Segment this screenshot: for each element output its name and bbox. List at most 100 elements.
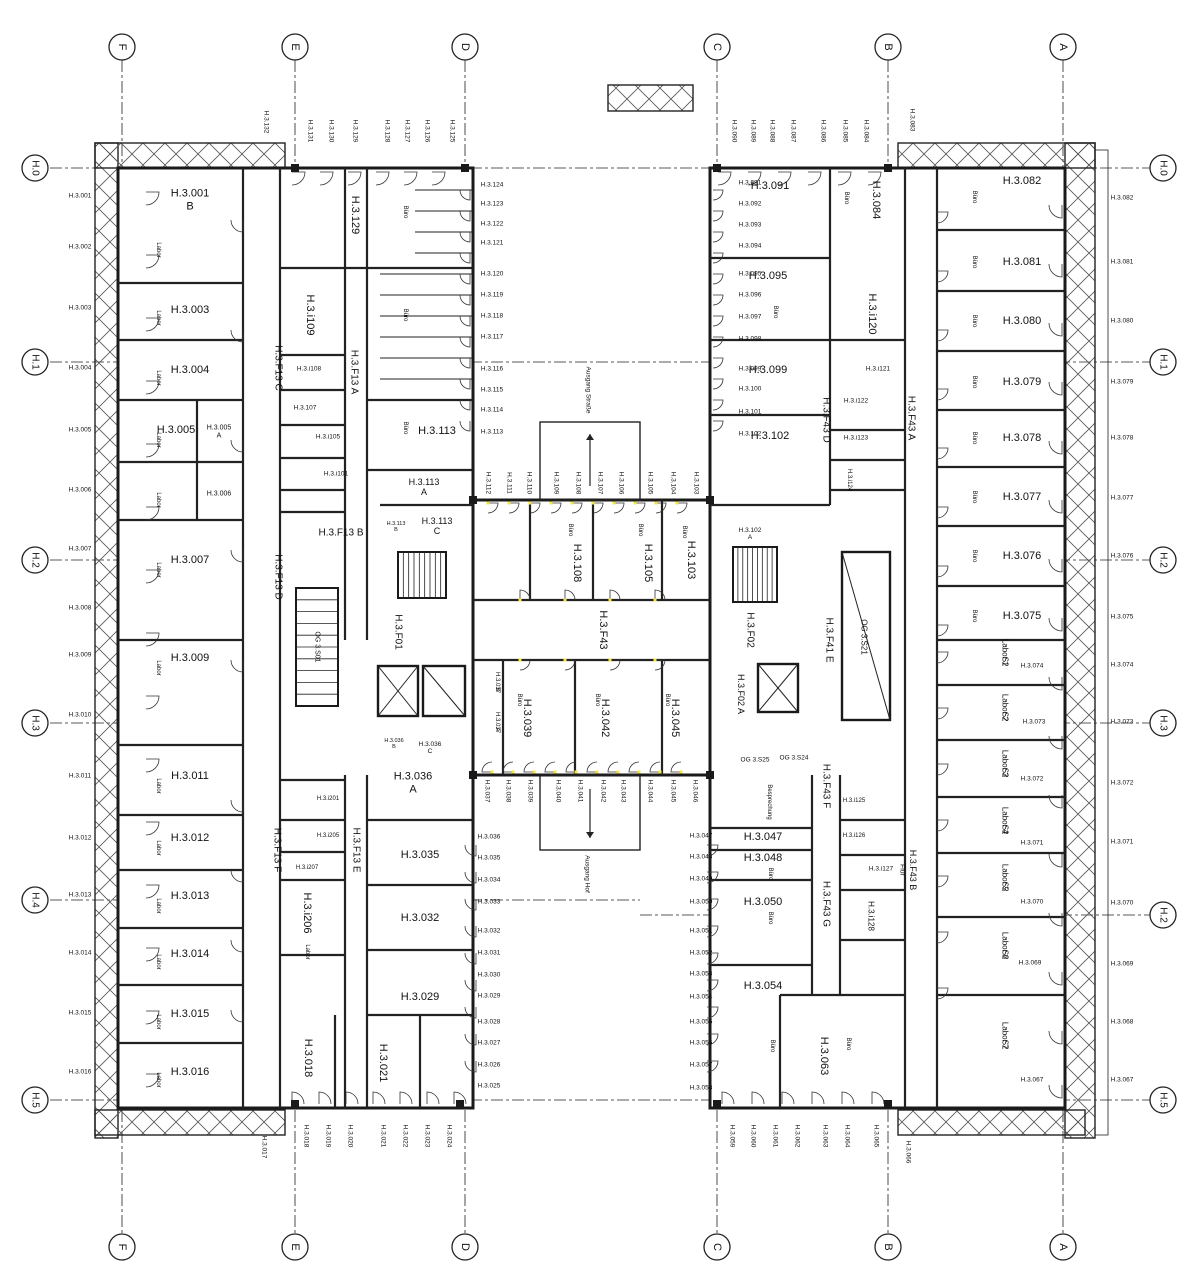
- room-label: H.3.F43 F: [821, 764, 832, 808]
- door-arc: [1048, 912, 1063, 927]
- grid-column-circle: [108, 1233, 136, 1261]
- room-label: H.3.054: [744, 980, 783, 992]
- grid-column-circle: [1049, 33, 1077, 61]
- room-label: H.3.012: [171, 832, 210, 844]
- grid-row-circle: [1149, 348, 1177, 376]
- tick-label: H.3.091: [739, 180, 762, 187]
- tick-label: H.3.123: [481, 201, 504, 208]
- door-arc: [607, 761, 619, 773]
- tick-label: H.3.116: [481, 366, 504, 373]
- door-arc: [230, 219, 244, 233]
- room-label: S2: [1001, 882, 1010, 892]
- room-label: Labor 7: [1001, 1022, 1010, 1050]
- room-label: H.3.021: [377, 1044, 389, 1083]
- room-label: H.3.F13 E: [351, 827, 362, 872]
- door-arc: [145, 1073, 160, 1088]
- tick-label: H.3.042: [600, 780, 607, 803]
- door-arc: [712, 315, 724, 327]
- door-hinge: [570, 501, 574, 505]
- door-arc: [706, 1006, 719, 1019]
- truss-band: [94, 142, 286, 169]
- truss-band: [94, 1109, 286, 1136]
- tick-label: H.3.105: [647, 472, 654, 495]
- room-label: Büro: [971, 315, 977, 328]
- room-label: H.3.081: [1003, 256, 1042, 268]
- door-arc: [564, 659, 576, 671]
- grid-column-label: E: [289, 1243, 301, 1250]
- door-arc: [145, 191, 160, 206]
- tick-label: H.3.125: [449, 120, 456, 143]
- tick-label: H.3.128: [384, 120, 391, 143]
- tick-label: H.3.093: [739, 222, 762, 229]
- grid-column-circle: [451, 33, 479, 61]
- door-arc: [519, 659, 531, 671]
- room-label: H.3.079: [1003, 376, 1042, 388]
- door-arc: [936, 819, 949, 832]
- tick-label: H.3.044: [647, 780, 654, 803]
- tick-label: H.3.108: [575, 472, 582, 495]
- pier: [456, 1100, 464, 1108]
- door-hinge: [528, 501, 532, 505]
- tick-label: H.3.115: [481, 387, 504, 394]
- tick-label: H.3.006: [69, 487, 92, 494]
- door-hinge: [653, 658, 657, 662]
- room-label: H.3.F43: [597, 610, 609, 649]
- exit-arrow-head: [586, 434, 594, 440]
- tick-label: H.3.101: [739, 409, 762, 416]
- room-label: Büro: [567, 524, 573, 537]
- pier: [706, 496, 714, 504]
- door-arc: [291, 1091, 305, 1105]
- tick-label: H.3.052: [690, 950, 713, 957]
- tick-label: H.3.088: [769, 120, 776, 143]
- tick-label: H.3.076: [1111, 553, 1134, 560]
- room-label: Labor: [304, 944, 310, 959]
- room-label: H.3.035: [401, 849, 440, 861]
- tick-label: H.3.074: [1111, 662, 1134, 669]
- grid-row-label: H.2: [1158, 907, 1169, 923]
- room-label: H.3.F43 D: [821, 397, 832, 443]
- room-label: C: [428, 748, 433, 755]
- room-label: H.3.107: [294, 405, 317, 412]
- door-arc: [1048, 1084, 1063, 1099]
- room-label: H.3.i123: [844, 435, 869, 442]
- door-arc: [936, 651, 949, 664]
- door-arc: [145, 758, 160, 773]
- tick-label: H.3.041: [577, 780, 584, 803]
- room-label: Büro: [594, 694, 600, 707]
- tick-label: H.3.075: [1111, 614, 1134, 621]
- door-arc: [464, 844, 477, 857]
- tick-label: H.3.129: [352, 120, 359, 143]
- room-label: Büro: [971, 550, 977, 563]
- grid-column-label: C: [711, 43, 723, 51]
- grid-row-label: H.1: [30, 354, 41, 370]
- tick-label: H.3.031: [478, 950, 501, 957]
- room-label: OG 3.S21: [860, 619, 869, 655]
- door-arc: [375, 171, 390, 186]
- door-arc: [145, 947, 160, 962]
- room-label: H.3.103: [685, 541, 697, 580]
- room-label: H.3.i128: [867, 901, 876, 931]
- door-arc: [464, 979, 477, 992]
- tick-label: H.3.073: [1111, 719, 1134, 726]
- room-label: H.3.F43 A: [906, 396, 917, 441]
- door-arc: [145, 695, 160, 710]
- room-label: H.3.015: [171, 1008, 210, 1020]
- tick-label: H.3.110: [526, 472, 533, 495]
- door-arc: [936, 211, 949, 224]
- tick-label: H.3.055: [690, 1019, 713, 1026]
- room-label: H.3.F13 D: [273, 554, 284, 600]
- tick-label: H.3.122: [481, 221, 504, 228]
- room-label: H.3.070: [1021, 899, 1044, 906]
- tick-label: H.3.003: [69, 305, 92, 312]
- grid-row-circle: [1149, 901, 1177, 929]
- door-arc: [487, 502, 499, 514]
- tick-label: H.3.010: [69, 712, 92, 719]
- tick-label: H.3.066: [905, 1141, 912, 1164]
- door-arc: [706, 979, 719, 992]
- grid-column-label: B: [882, 1243, 894, 1250]
- door-arc: [613, 502, 625, 514]
- tick-label: H.3.083: [909, 109, 916, 132]
- door-arc: [459, 294, 471, 306]
- door-hinge: [654, 501, 658, 505]
